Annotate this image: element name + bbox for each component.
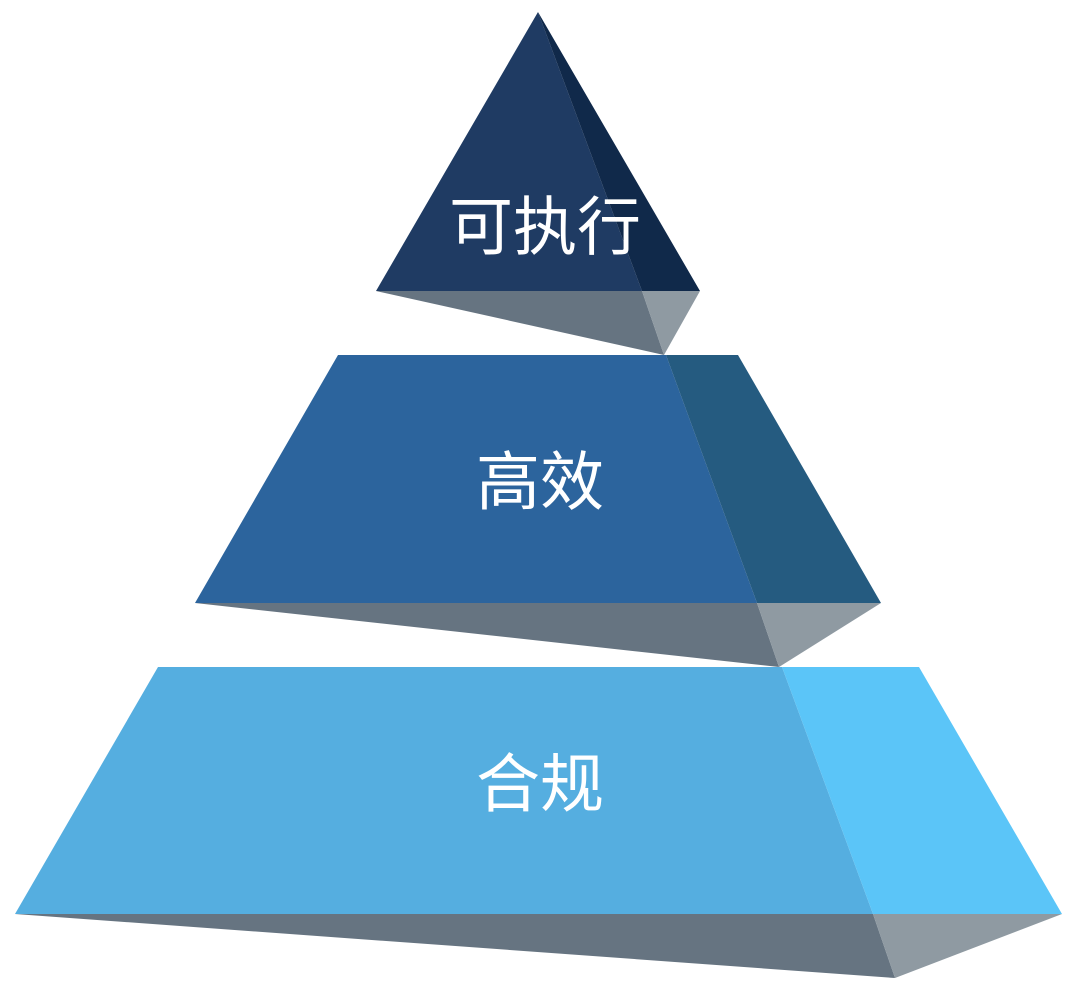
- tier-bottom-bottom-face: [15, 914, 895, 978]
- tier-bottom-bottom-side-face: [873, 914, 1062, 978]
- tier-bottom-side-face: [782, 667, 1062, 914]
- tier-middle-bottom-face: [195, 603, 779, 667]
- tier-middle-bottom-side-face: [757, 603, 881, 667]
- tier-bottom-front-face: [15, 667, 873, 914]
- tier-middle-label: 高效: [476, 447, 604, 521]
- tier-top-bottom-face: [376, 291, 664, 355]
- tier-top-label: 可执行: [449, 192, 641, 266]
- tier-top-bottom-side-face: [642, 291, 700, 355]
- tier-top-front-face: [376, 12, 642, 291]
- tier-bottom-label: 合规: [476, 749, 604, 823]
- tier-top-side-face: [538, 12, 700, 291]
- tier-top: 可执行: [376, 12, 700, 355]
- tier-middle-side-face: [666, 355, 881, 603]
- tier-middle-front-face: [195, 355, 757, 603]
- tier-bottom: 合规: [15, 667, 1062, 978]
- tier-middle: 高效: [195, 355, 881, 667]
